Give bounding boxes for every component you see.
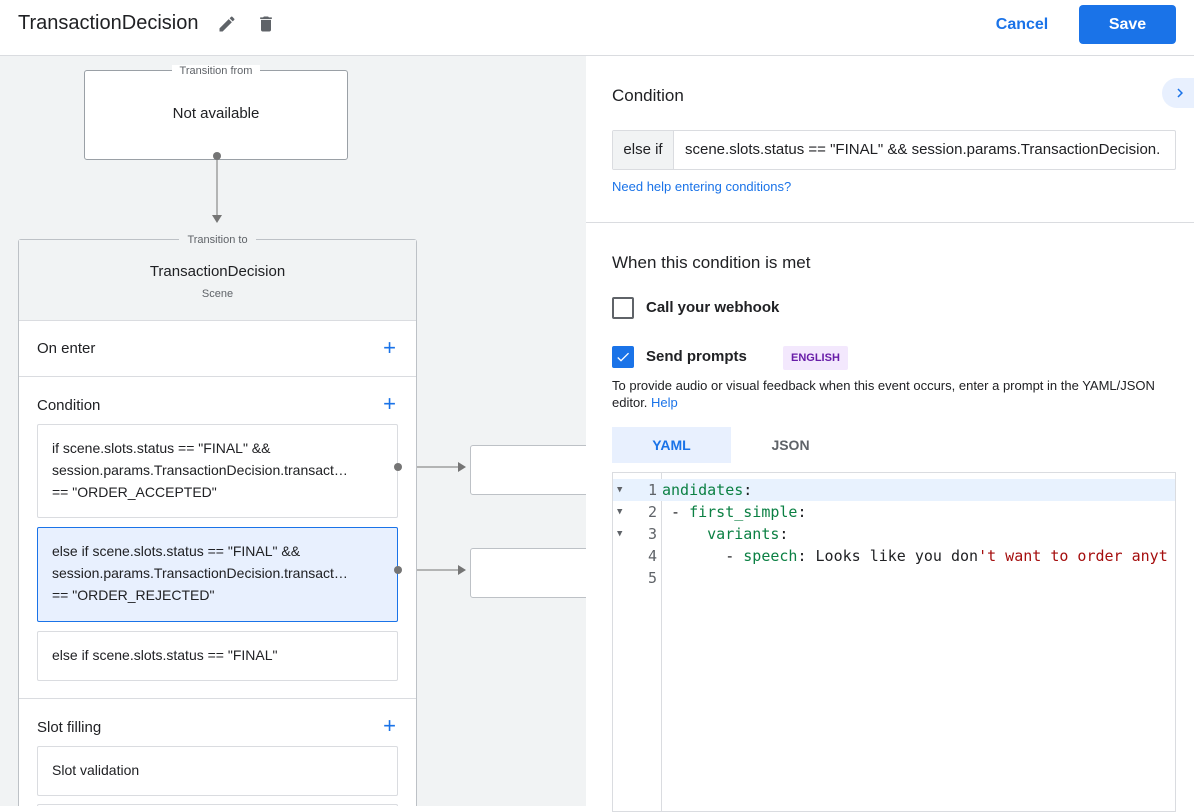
tab-yaml[interactable]: YAML xyxy=(612,427,731,463)
code-line: ▼ 1 andidates: xyxy=(613,479,1175,501)
condition-item[interactable]: else if scene.slots.status == "FINAL" xyxy=(37,631,398,681)
fold-arrow-icon[interactable]: ▼ xyxy=(617,485,623,495)
scene-type: Scene xyxy=(201,288,234,300)
condition-field[interactable]: else if scene.slots.status == "FINAL" &&… xyxy=(612,130,1176,170)
met-section-title: When this condition is met xyxy=(612,253,811,272)
top-bar: TransactionDecision Cancel Save xyxy=(0,0,1194,56)
code-line: ▼ 2 - first_simple: xyxy=(617,503,807,521)
transition-target-node[interactable] xyxy=(470,445,586,495)
prompts-label: Send prompts xyxy=(646,348,747,365)
condition-help-link[interactable]: Need help entering conditions? xyxy=(612,179,792,194)
transition-from-node: Transition from Not available xyxy=(84,65,348,160)
prompts-checkbox[interactable] xyxy=(612,346,634,368)
transition-from-value: Not available xyxy=(172,105,260,122)
fold-arrow-icon[interactable]: ▼ xyxy=(617,507,623,517)
condition-editor-panel: Condition else if scene.slots.status == … xyxy=(586,56,1194,812)
add-icon[interactable]: + xyxy=(383,713,396,738)
transition-target-node[interactable] xyxy=(470,548,586,598)
code-line: ▼ 3 variants: xyxy=(617,525,789,543)
slot-filling-label: Slot filling xyxy=(37,719,102,736)
condition-prefix: else if xyxy=(613,131,674,169)
edit-icon[interactable] xyxy=(215,12,239,36)
scene-name: TransactionDecision xyxy=(149,263,286,280)
slot-item[interactable] xyxy=(37,804,398,806)
divider xyxy=(19,698,416,699)
page-title: TransactionDecision xyxy=(18,12,199,34)
transition-from-caption: Transition from xyxy=(171,65,261,77)
condition-label: Condition xyxy=(37,397,101,414)
fold-arrow-icon[interactable]: ▼ xyxy=(617,529,623,539)
scene-card: Transition to TransactionDecision Scene … xyxy=(18,234,417,806)
add-icon[interactable]: + xyxy=(383,391,396,416)
divider xyxy=(586,222,1194,223)
on-enter-section[interactable]: On enter + xyxy=(19,321,416,377)
scene-header[interactable]: Transition to TransactionDecision Scene xyxy=(19,234,416,321)
transition-to-caption: Transition to xyxy=(179,234,256,246)
code-line: 5 xyxy=(647,569,657,587)
connector-dot xyxy=(213,152,221,160)
condition-input[interactable]: scene.slots.status == "FINAL" && session… xyxy=(685,141,1161,158)
delete-icon[interactable] xyxy=(254,12,278,36)
cancel-button[interactable]: Cancel xyxy=(995,16,1049,33)
add-icon[interactable]: + xyxy=(383,335,396,360)
save-button[interactable]: Save xyxy=(1079,5,1176,44)
connector-dot xyxy=(394,463,402,471)
tab-json[interactable]: JSON xyxy=(771,437,810,453)
editor-gutter xyxy=(613,473,662,811)
slot-validation-item[interactable]: Slot validation xyxy=(37,746,398,796)
check-icon xyxy=(617,352,629,362)
panel-title: Condition xyxy=(612,86,684,105)
chevron-right-icon[interactable] xyxy=(1162,78,1194,108)
connector-dot xyxy=(394,566,402,574)
help-link[interactable]: Help xyxy=(651,395,678,410)
code-line: 4 - speech: Looks like you don't want to… xyxy=(647,547,1168,565)
condition-item-selected[interactable]: else if scene.slots.status == "FINAL" &&… xyxy=(37,527,398,622)
webhook-checkbox[interactable] xyxy=(612,297,634,319)
prompt-description: To provide audio or visual feedback when… xyxy=(612,378,1155,410)
webhook-label: Call your webhook xyxy=(646,299,780,316)
yaml-editor[interactable]: ▼ 1 andidates: ▼ 2 - first_simple: ▼ 3 v… xyxy=(612,472,1176,812)
on-enter-label: On enter xyxy=(37,340,96,357)
flow-canvas[interactable]: Transition from Not available Transition… xyxy=(0,56,586,806)
language-badge: ENGLISH xyxy=(783,346,848,370)
condition-item[interactable]: if scene.slots.status == "FINAL" && sess… xyxy=(37,424,398,518)
